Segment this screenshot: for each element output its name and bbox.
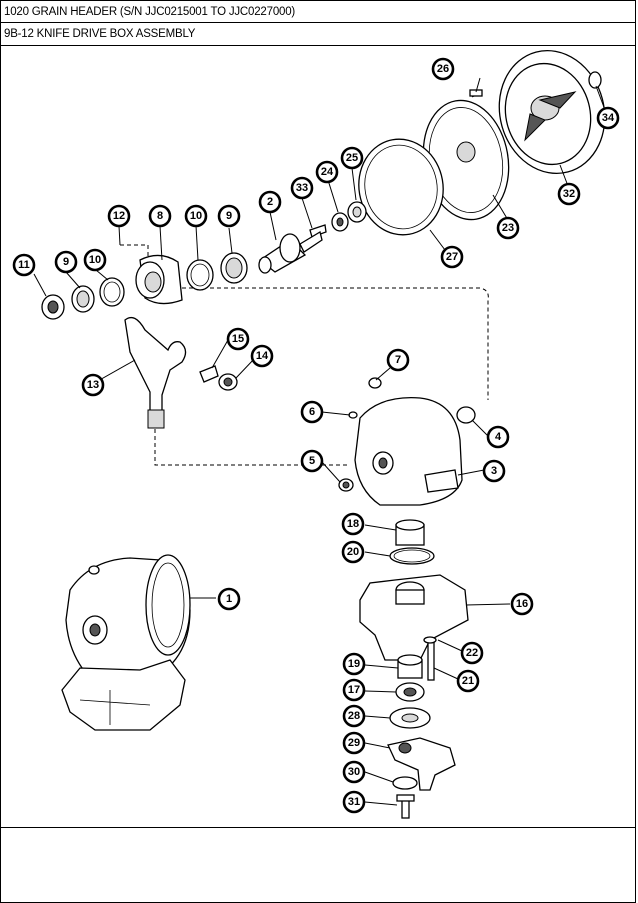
callout-8: 8 xyxy=(148,204,172,228)
callout-19: 19 xyxy=(342,652,366,676)
svg-text:25: 25 xyxy=(346,152,358,164)
pulley-drawing xyxy=(498,49,606,175)
callout-9-lower: 9 xyxy=(54,250,78,274)
svg-text:22: 22 xyxy=(466,647,478,659)
callout-7: 7 xyxy=(386,348,410,372)
callout-18: 18 xyxy=(341,512,365,536)
svg-text:31: 31 xyxy=(348,796,360,808)
bearing-ring-drawing xyxy=(389,519,435,565)
callout-23: 23 xyxy=(496,216,520,240)
callout-34: 34 xyxy=(596,106,620,130)
callout-1: 1 xyxy=(217,587,241,611)
frame-divider xyxy=(0,827,636,828)
svg-text:14: 14 xyxy=(256,350,269,362)
gearbox-housing-drawing xyxy=(338,377,476,506)
callout-3: 3 xyxy=(482,459,506,483)
svg-text:10: 10 xyxy=(89,254,101,266)
svg-text:24: 24 xyxy=(321,166,334,178)
callout-10-lower: 10 xyxy=(83,248,107,272)
callout-22: 22 xyxy=(460,641,484,665)
callout-15: 15 xyxy=(226,327,250,351)
svg-text:20: 20 xyxy=(347,546,359,558)
callout-17: 17 xyxy=(342,678,366,702)
callout-11: 11 xyxy=(12,253,36,277)
svg-text:13: 13 xyxy=(87,379,99,391)
callout-29: 29 xyxy=(342,731,366,755)
callout-9-upper: 9 xyxy=(217,204,241,228)
svg-text:3: 3 xyxy=(491,465,497,477)
callout-27: 27 xyxy=(440,245,464,269)
cover-plate-drawing xyxy=(422,89,510,221)
svg-text:19: 19 xyxy=(348,658,360,670)
callout-6: 6 xyxy=(300,400,324,424)
svg-text:15: 15 xyxy=(232,333,244,345)
svg-text:29: 29 xyxy=(348,737,360,749)
gasket-drawing xyxy=(358,138,444,236)
svg-text:28: 28 xyxy=(348,710,360,722)
callout-30: 30 xyxy=(342,760,366,784)
svg-text:2: 2 xyxy=(267,196,273,208)
svg-text:10: 10 xyxy=(190,210,202,222)
callout-20: 20 xyxy=(341,540,365,564)
svg-text:11: 11 xyxy=(18,259,30,271)
svg-text:16: 16 xyxy=(516,598,528,610)
callout-24: 24 xyxy=(315,160,339,184)
svg-text:32: 32 xyxy=(563,188,575,200)
callout-13: 13 xyxy=(81,373,105,397)
callout-28: 28 xyxy=(342,704,366,728)
svg-text:12: 12 xyxy=(113,210,125,222)
svg-text:1: 1 xyxy=(226,593,232,605)
lower-housing-drawing xyxy=(359,574,469,681)
svg-text:7: 7 xyxy=(395,354,401,366)
svg-text:8: 8 xyxy=(157,210,163,222)
svg-text:30: 30 xyxy=(348,766,360,778)
svg-text:18: 18 xyxy=(347,518,359,530)
callout-2: 2 xyxy=(258,190,282,214)
svg-text:6: 6 xyxy=(309,406,315,418)
lower-stack-drawing xyxy=(387,654,456,819)
callout-4: 4 xyxy=(486,425,510,449)
callout-32: 32 xyxy=(557,182,581,206)
callout-10-upper: 10 xyxy=(184,204,208,228)
svg-text:33: 33 xyxy=(296,182,308,194)
svg-text:17: 17 xyxy=(348,684,360,696)
svg-text:23: 23 xyxy=(502,222,514,234)
yoke-shaft-drawing xyxy=(124,316,238,429)
callout-14: 14 xyxy=(250,344,274,368)
callout-5: 5 xyxy=(300,449,324,473)
svg-text:26: 26 xyxy=(437,63,449,75)
svg-text:9: 9 xyxy=(63,256,69,268)
callout-31: 31 xyxy=(342,790,366,814)
assembled-unit-drawing xyxy=(61,554,191,731)
svg-text:21: 21 xyxy=(462,675,474,687)
callout-16: 16 xyxy=(510,592,534,616)
callout-26: 26 xyxy=(431,57,455,81)
svg-text:5: 5 xyxy=(309,455,315,467)
callout-21: 21 xyxy=(456,669,480,693)
bearing-set-upper-drawing xyxy=(41,252,248,320)
callout-25: 25 xyxy=(340,146,364,170)
svg-text:27: 27 xyxy=(446,251,458,263)
svg-text:34: 34 xyxy=(602,112,615,124)
callout-12: 12 xyxy=(107,204,131,228)
shaft-bearings-drawing xyxy=(258,201,367,274)
svg-text:4: 4 xyxy=(495,431,502,443)
callout-33: 33 xyxy=(290,176,314,200)
svg-text:9: 9 xyxy=(226,210,232,222)
